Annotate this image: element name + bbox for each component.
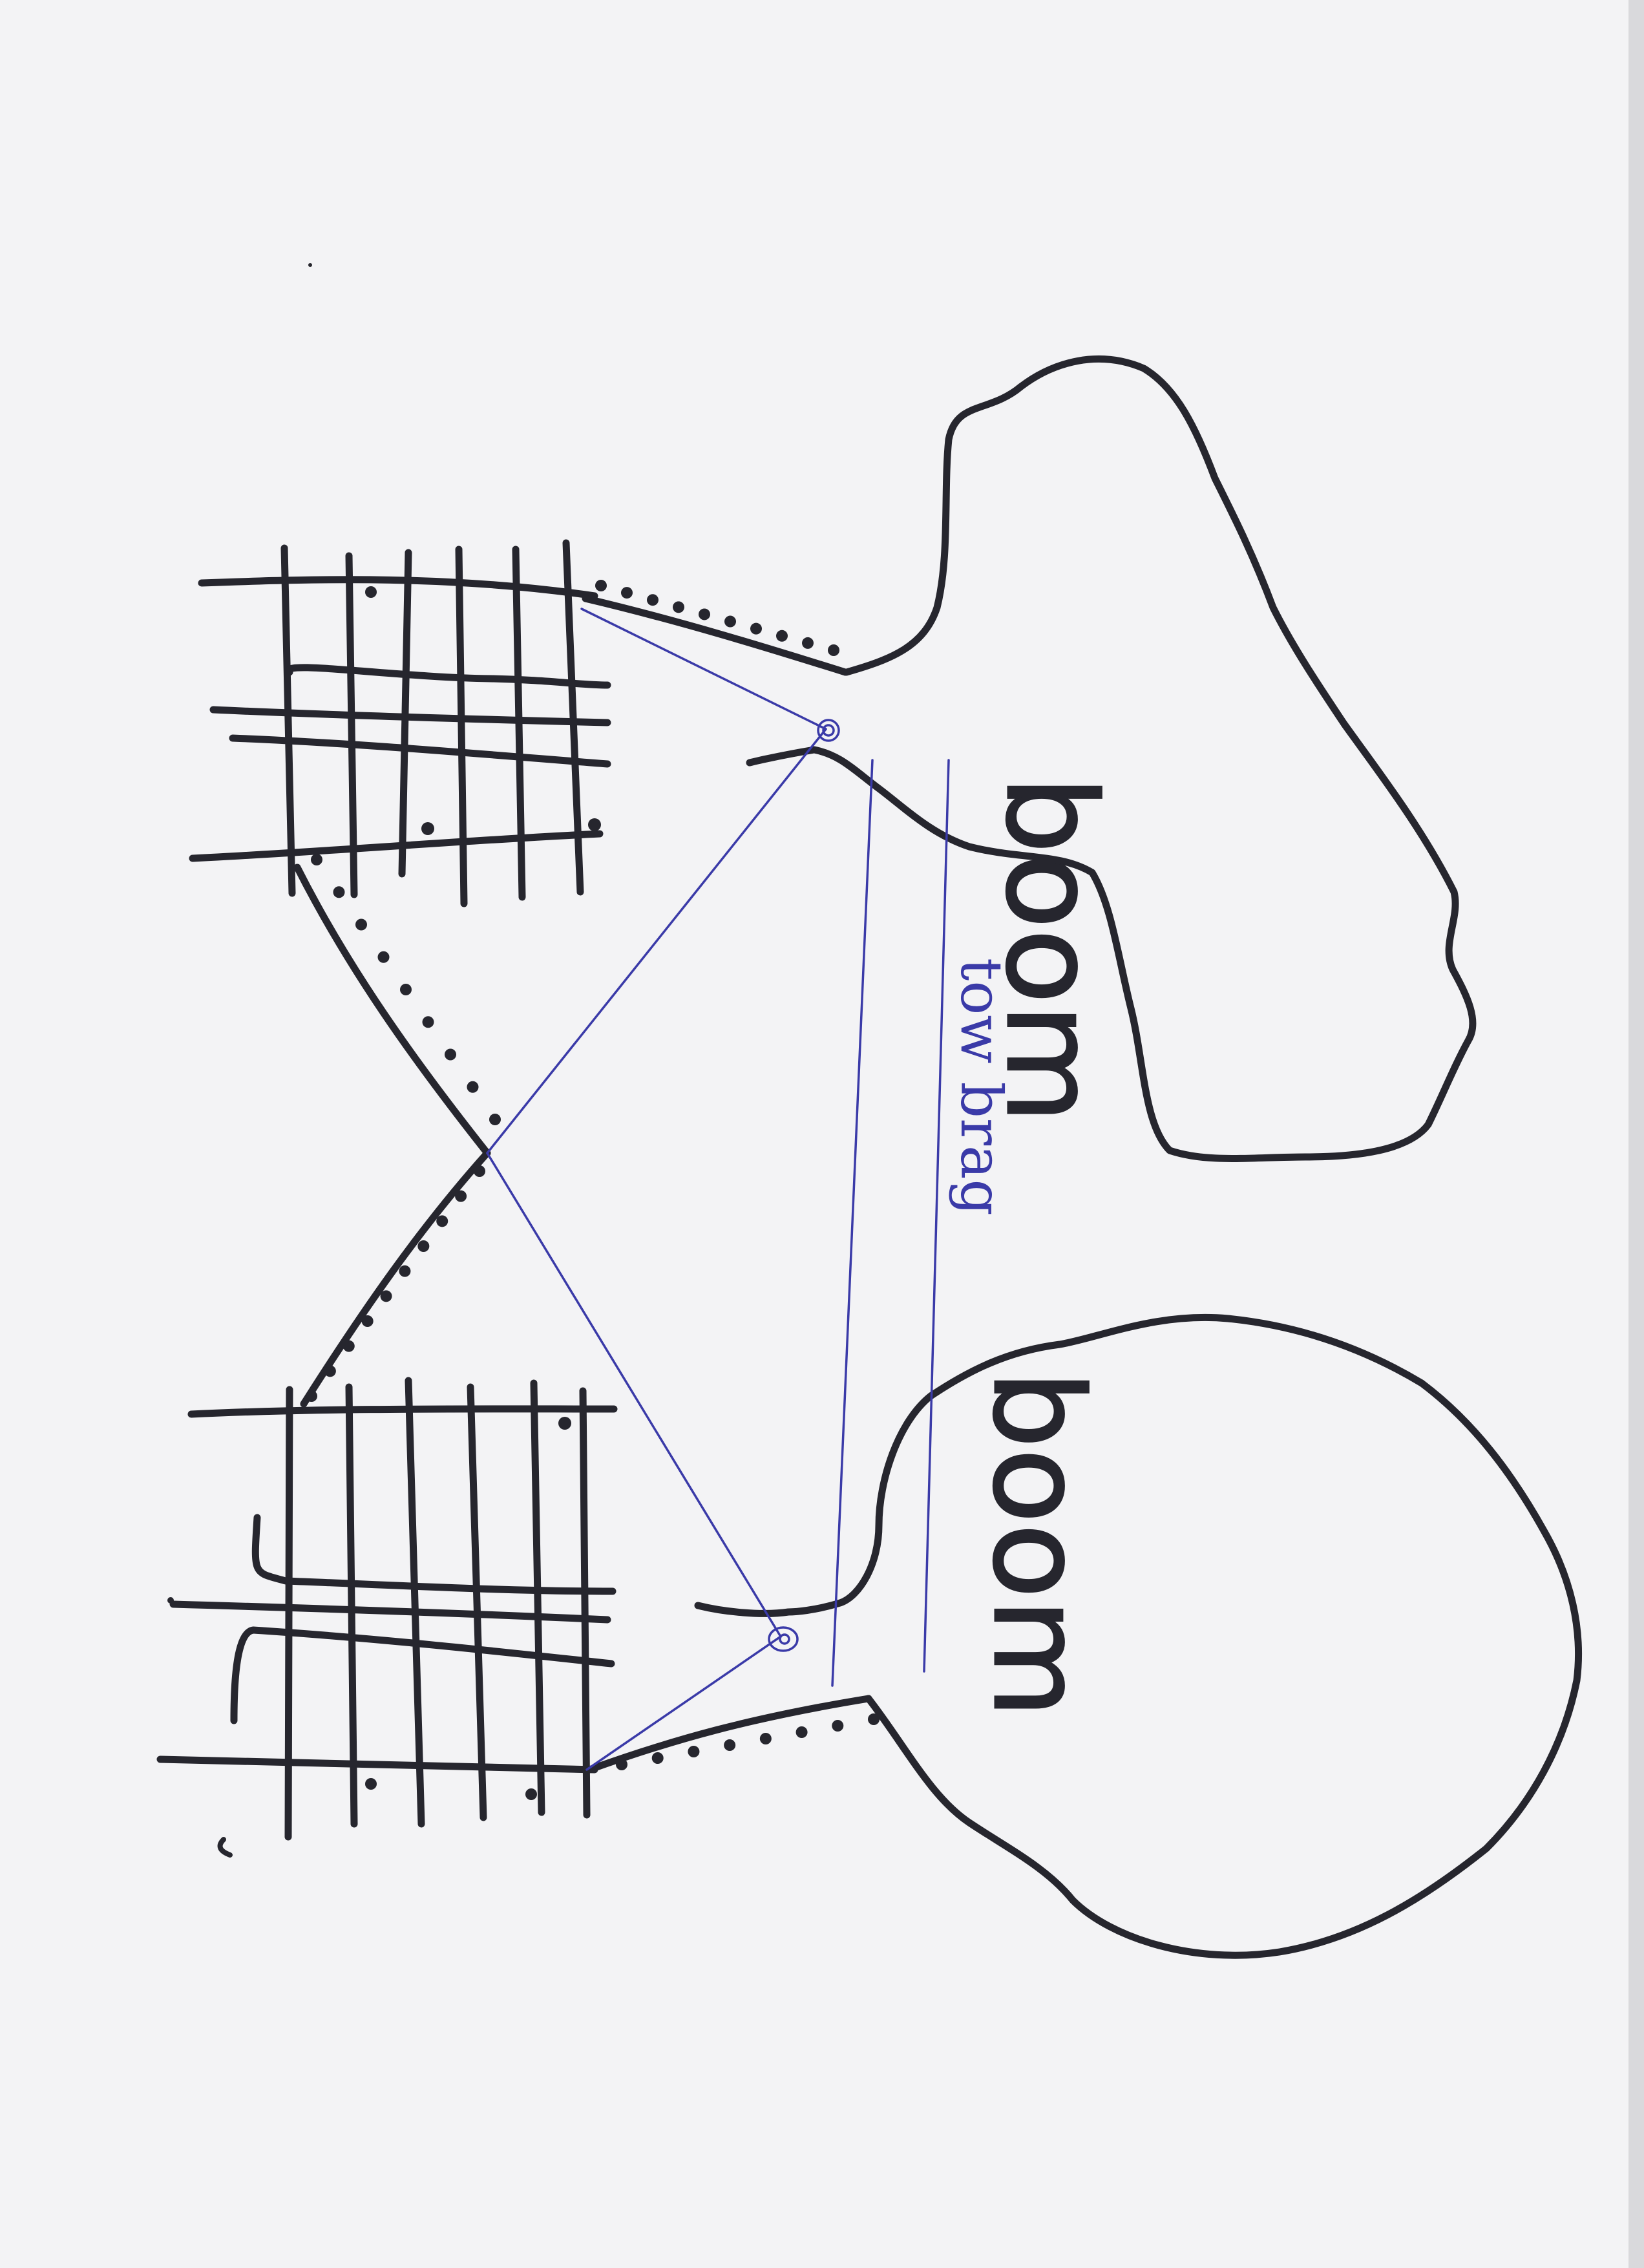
- lower-grid-bar: [530, 1379, 545, 1816]
- strut-dot: [776, 630, 788, 642]
- upper-strut: [293, 864, 491, 1157]
- lower-grid-bar: [467, 1383, 487, 1821]
- strut-dot: [673, 601, 684, 613]
- blue-wires: [486, 608, 950, 1771]
- upper-wire-strut: [582, 595, 849, 676]
- strut-dot: [750, 622, 762, 635]
- lower-grid-bar: [284, 1386, 293, 1841]
- strut-dot: [796, 1726, 808, 1738]
- lower-grid-bar: [405, 1377, 425, 1828]
- tow-brag-note: tow brag: [948, 958, 1015, 1216]
- strut-dot: [361, 1315, 374, 1327]
- strut-dot: [455, 1190, 467, 1202]
- strut-dot: [306, 1390, 317, 1402]
- strut-dot: [699, 608, 710, 620]
- strut-dot: [445, 1048, 456, 1061]
- upper-grid-rail: [285, 664, 611, 689]
- lower-boom-cloud: boom: [694, 1313, 1583, 1959]
- lower-boom-label: boom: [966, 1370, 1109, 1718]
- strut-dot: [324, 1365, 336, 1377]
- strut-dot: [595, 580, 607, 591]
- strut-dot: [688, 1746, 700, 1757]
- lower-grid-bar: [579, 1387, 591, 1819]
- upper-grid-bar: [345, 552, 358, 898]
- upper-boom-label: boom: [979, 776, 1122, 1123]
- strut-dot: [436, 1215, 448, 1227]
- strut-dot: [355, 918, 367, 931]
- strut-dot: [724, 615, 736, 628]
- blue-wire: [486, 1152, 782, 1638]
- upper-grid-rail: [229, 734, 611, 768]
- lower-grid-rail: [251, 1514, 616, 1595]
- strut-dot: [342, 1340, 355, 1352]
- boom-cloud-outline: [746, 355, 1477, 1162]
- lower-grid-bar: [345, 1383, 358, 1828]
- strut-dot: [828, 644, 839, 656]
- strut-dot: [724, 1739, 736, 1751]
- lower-pulley-ring: [768, 1626, 799, 1652]
- strut-dot: [832, 1720, 844, 1732]
- strut-dot: [802, 637, 814, 649]
- strut-dot: [467, 1081, 479, 1093]
- strut-dot: [333, 886, 345, 898]
- strut-dot: [474, 1165, 485, 1177]
- strut-dot: [647, 594, 659, 606]
- strut-dot: [868, 1713, 880, 1725]
- strut-dot: [311, 854, 322, 865]
- upper-grid: [189, 539, 611, 907]
- upper-pulley-ring: [817, 719, 840, 742]
- upper-boom-cloud: boom: [746, 355, 1477, 1162]
- strut-dot: [422, 1016, 434, 1028]
- upper-grid-bar: [455, 546, 468, 907]
- strut-dot: [377, 951, 390, 963]
- dotted-lines: [306, 580, 880, 1770]
- upper-grid-rail: [209, 706, 611, 726]
- strut-dot: [489, 1114, 501, 1125]
- upper-grid-bar: [398, 549, 412, 878]
- strut-dot: [616, 1759, 627, 1770]
- upper-grid-rail: [189, 830, 604, 862]
- boom-cloud-outline: [694, 1313, 1583, 1959]
- strut-dot: [759, 1733, 772, 1744]
- upper-grid-rail: [198, 576, 598, 600]
- blue-wire: [923, 759, 950, 1673]
- strut-dot: [380, 1290, 392, 1302]
- lower-grid: [156, 1377, 618, 1841]
- strut-dot: [399, 1265, 411, 1277]
- lower-grid-rail: [187, 1405, 618, 1418]
- strut-dot: [400, 984, 412, 995]
- lower-grid-rail: [156, 1755, 598, 1774]
- lower-grid-rail: [230, 1626, 615, 1724]
- blue-wire: [486, 728, 827, 1154]
- upper-grid-bar: [280, 544, 296, 897]
- page-edge-shadow: [1628, 0, 1644, 2268]
- blue-wire: [585, 1635, 782, 1771]
- lower-wire-strut: [585, 1695, 872, 1774]
- blue-wire: [580, 608, 827, 730]
- strut-dot: [417, 1240, 430, 1252]
- strut-dot: [651, 1752, 664, 1764]
- lower-grid-rail: [169, 1600, 611, 1624]
- blue-wire: [831, 759, 874, 1687]
- strut-dot: [621, 587, 633, 599]
